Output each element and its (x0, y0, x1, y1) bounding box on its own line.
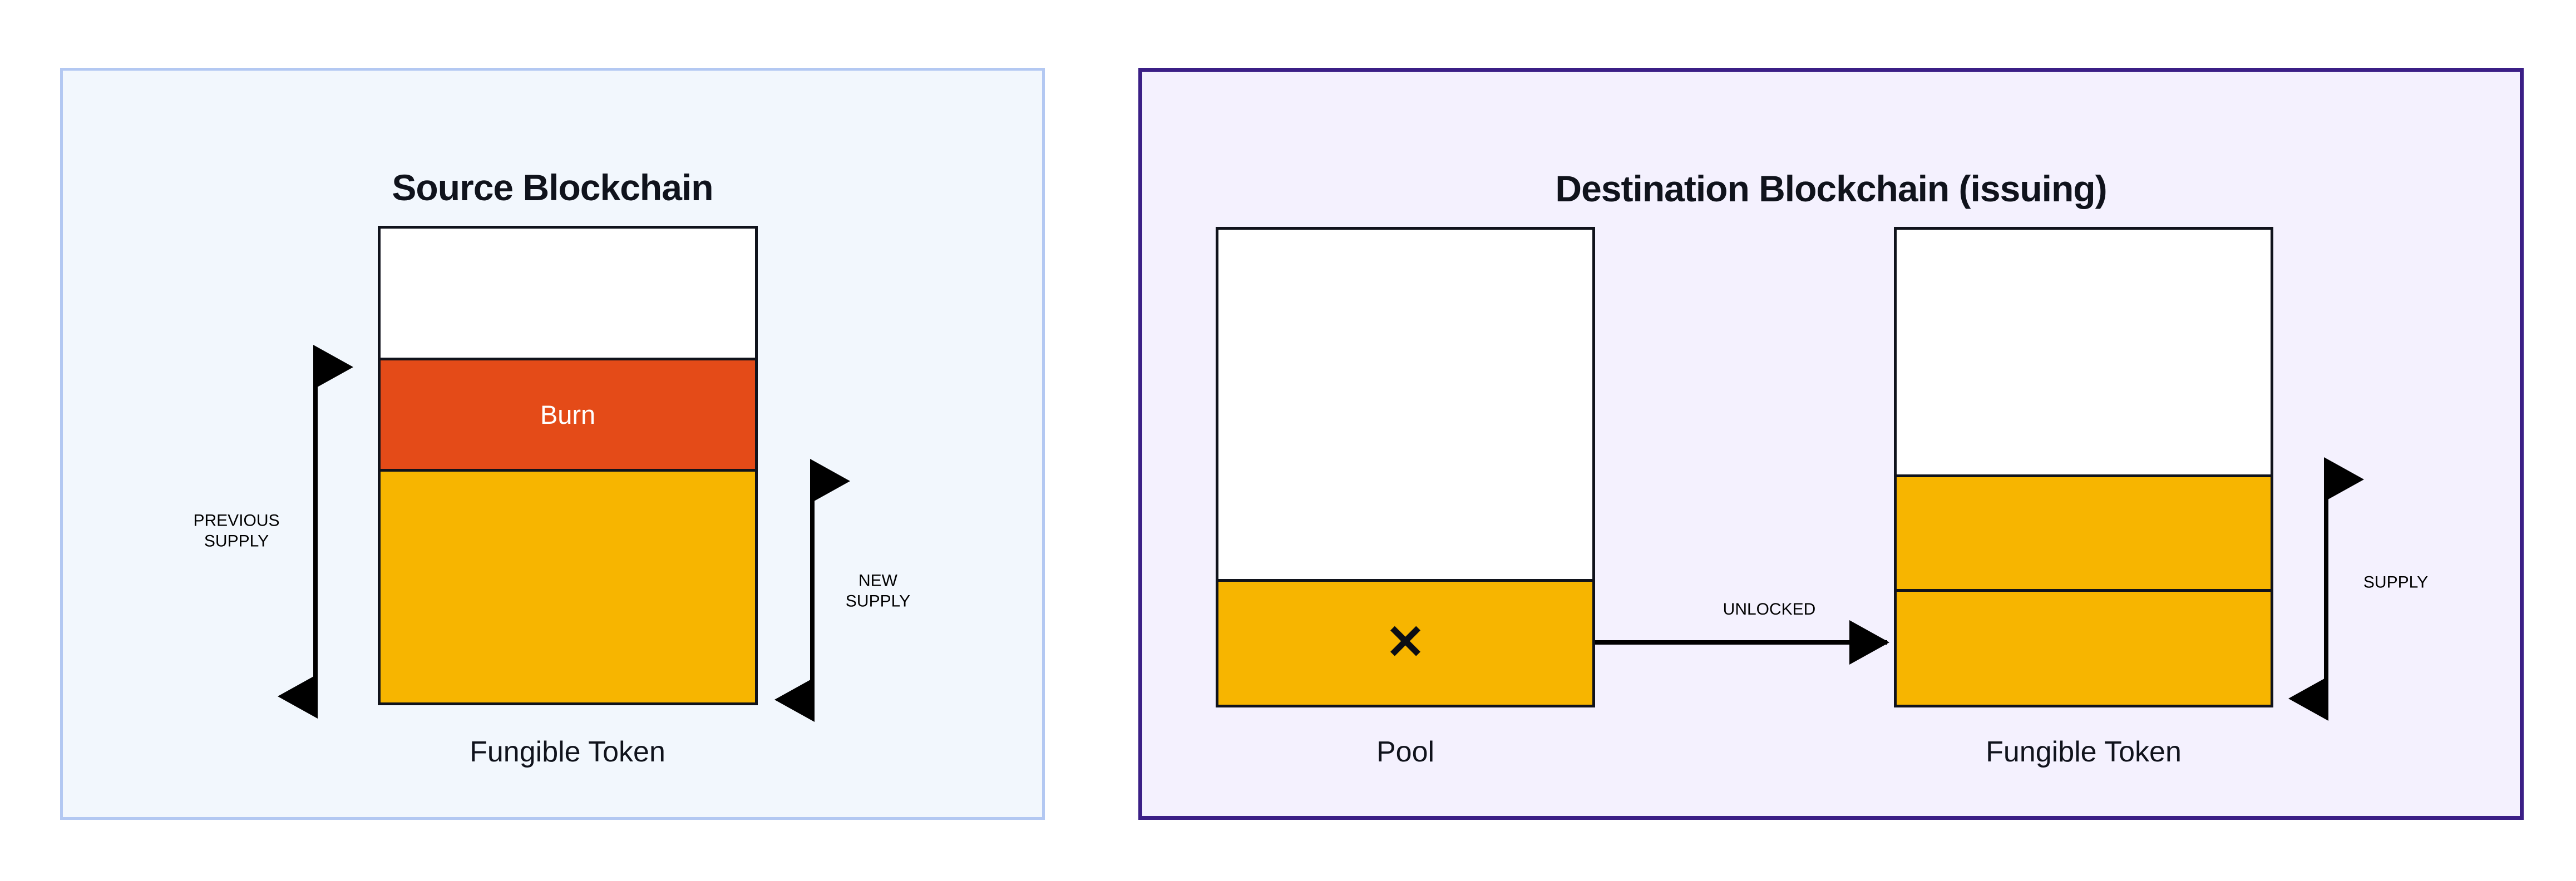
panel-source-title: Source Blockchain (392, 167, 713, 208)
previous-supply-label: PREVIOUS SUPPLY (193, 511, 280, 550)
supply-label: SUPPLY (2363, 573, 2429, 592)
source-token-segment-empty (381, 229, 755, 358)
source-fungible-token-stack: Burn (378, 226, 758, 705)
new-supply-label: NEW SUPPLY (845, 571, 911, 610)
source-token-segment-burn: Burn (381, 358, 755, 472)
pool-segment-gold (1218, 579, 1592, 705)
pool-caption: Pool (1376, 736, 1435, 768)
source-fungible-token-caption: Fungible Token (470, 736, 665, 768)
burn-label: Burn (540, 400, 596, 429)
cross-mark-icon: ✕ (1385, 616, 1426, 669)
destination-fungible-token-caption: Fungible Token (1986, 736, 2182, 768)
source-token-segment-gold (381, 472, 755, 702)
pool-segment-empty (1218, 230, 1592, 579)
destination-fungible-token-stack (1894, 227, 2273, 707)
pool-stack (1216, 227, 1595, 707)
unlocked-flow-label: UNLOCKED (1723, 600, 1816, 618)
destination-token-segment-empty (1897, 230, 2271, 474)
destination-token-segment-gold-upper (1897, 474, 2271, 589)
destination-token-segment-gold-lower (1897, 589, 2271, 705)
panel-destination-title: Destination Blockchain (issuing) (1555, 168, 2107, 209)
